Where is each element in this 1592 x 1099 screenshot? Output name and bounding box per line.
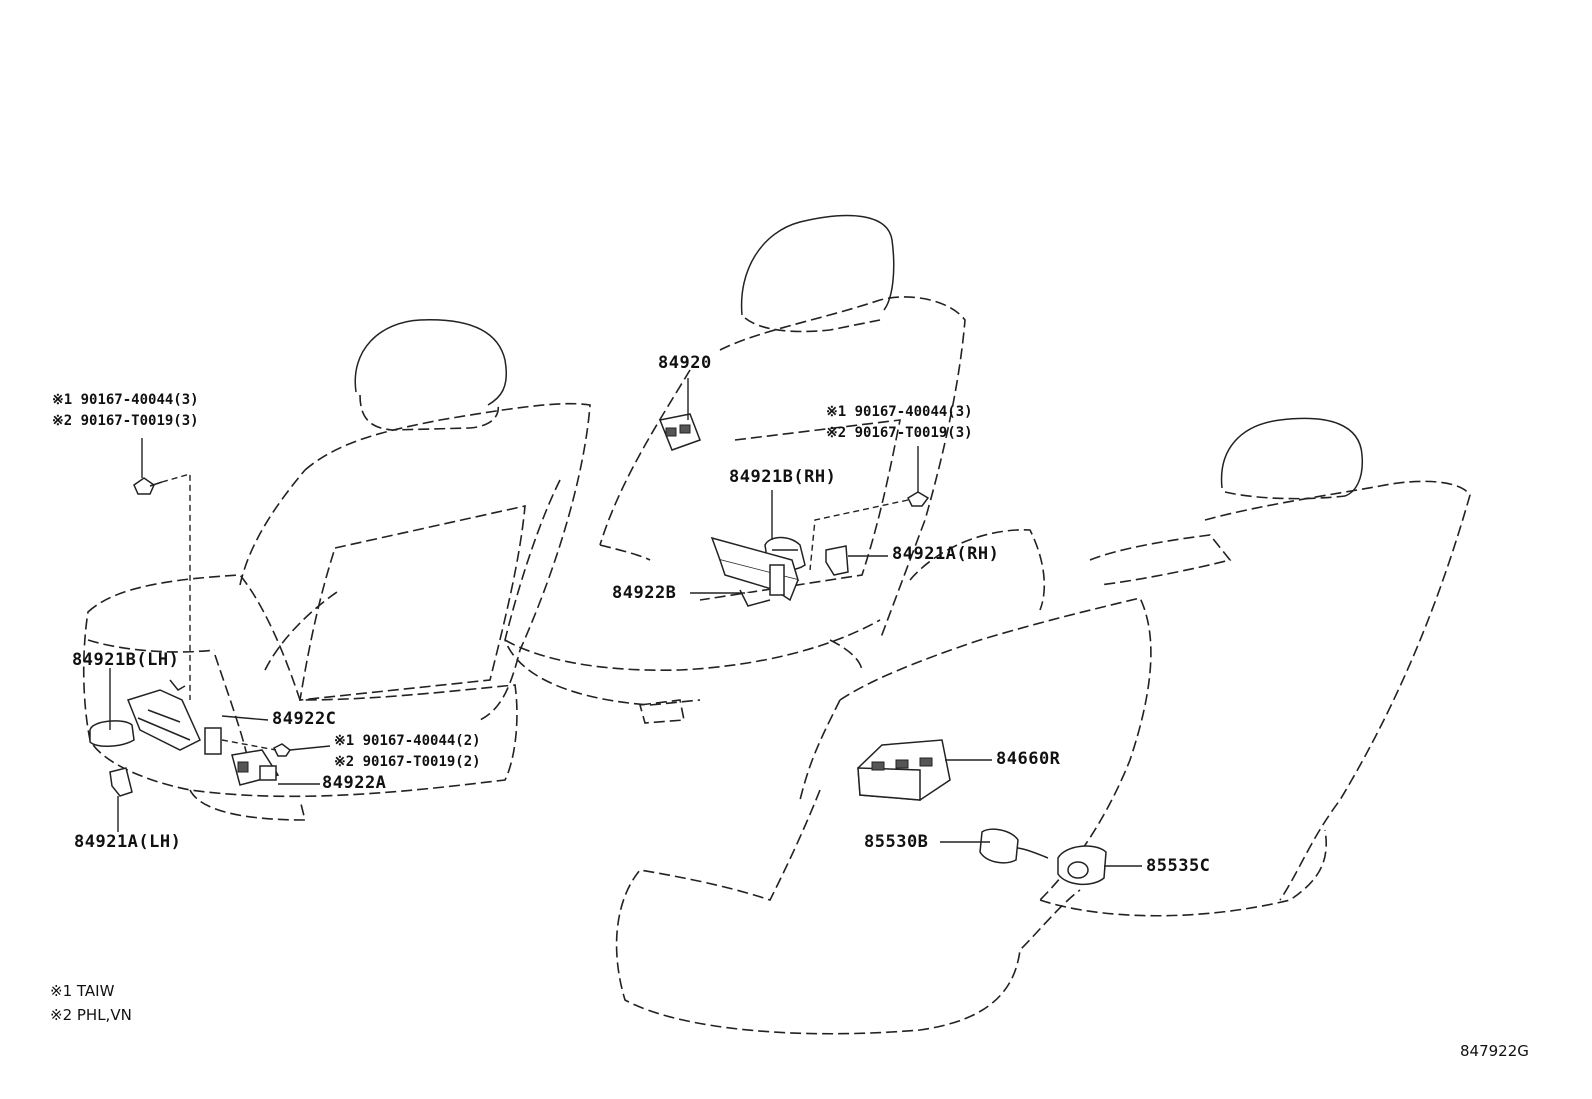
screw-left-mid-line-2: ※2 90167-T0019(2) <box>334 754 481 770</box>
legend-line-2: ※2 PHL,VN <box>50 1006 132 1024</box>
socket-85535c-sketch <box>1057 845 1107 886</box>
screw-left-top-line-1: ※1 90167-40044(3) <box>52 392 199 408</box>
diagram-code: 847922G <box>1460 1042 1529 1060</box>
socket-85530b-sketch <box>979 828 1049 864</box>
label-84920: 84920 <box>658 353 712 373</box>
label-84921a-rh: 84921A(RH) <box>892 544 1000 564</box>
knob-84921a-lh-sketch <box>109 767 133 797</box>
label-85530b: 85530B <box>864 832 929 852</box>
label-84660r: 84660R <box>996 749 1061 769</box>
label-84922c: 84922C <box>272 709 337 729</box>
screw-mid-sketch <box>907 491 930 507</box>
middle-seat-outline <box>504 214 966 724</box>
label-84921a-lh: 84921A(LH) <box>74 832 182 852</box>
rear-bench-outline <box>615 417 1471 1035</box>
label-84922a: 84922A <box>322 773 387 793</box>
label-84922b: 84922B <box>612 583 677 603</box>
legend-line-1: ※1 TAIW <box>50 982 115 1000</box>
screw-left-top-line-2: ※2 90167-T0019(3) <box>52 413 199 429</box>
label-84921b-lh: 84921B(LH) <box>72 650 180 670</box>
knob-84921b-lh-sketch <box>89 720 135 747</box>
console-84660r-sketch <box>857 739 951 801</box>
switch-84922a-sketch <box>231 749 280 786</box>
screw-left-top-sketch <box>133 477 163 495</box>
screw-left-mid-sketch <box>272 743 292 757</box>
leader-lines <box>109 378 1142 867</box>
guide-lines <box>161 473 909 751</box>
bracket-84922b-sketch <box>710 536 800 607</box>
switch-84920-sketch <box>658 413 701 451</box>
knob-84921a-rh-sketch <box>825 545 849 576</box>
screw-mid-top-line-1: ※1 90167-40044(3) <box>826 404 973 420</box>
screw-mid-top-line-2: ※2 90167-T0019(3) <box>826 425 973 441</box>
label-84921b-rh: 84921B(RH) <box>729 467 837 487</box>
label-85535c: 85535C <box>1146 856 1211 876</box>
bracket-84922c-sketch <box>127 679 222 755</box>
screw-left-mid-line-1: ※1 90167-40044(2) <box>334 733 481 749</box>
